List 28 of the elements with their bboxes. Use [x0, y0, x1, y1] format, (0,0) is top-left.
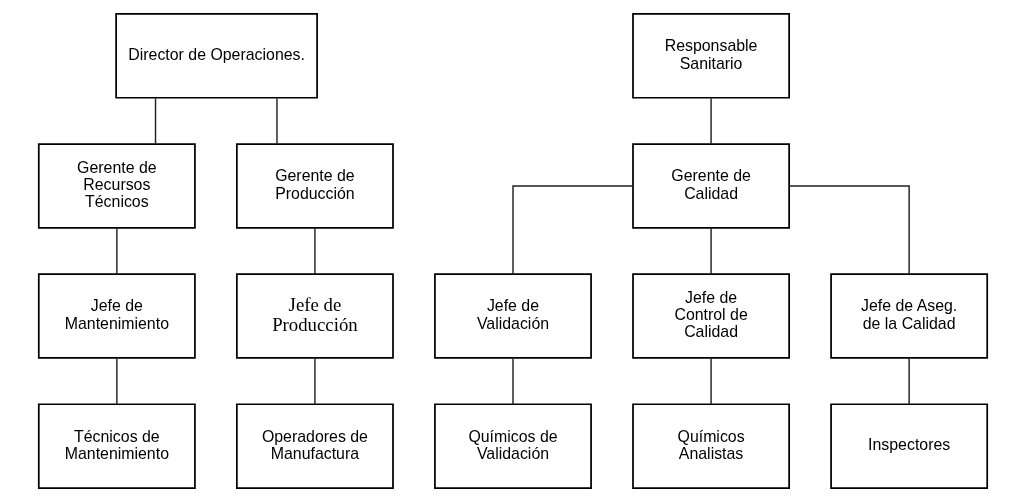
node-box: Gerente de Producción	[236, 143, 394, 229]
connector	[276, 97, 278, 145]
connector	[710, 227, 712, 275]
node-box: Jefe de Mantenimiento	[37, 273, 196, 359]
node-box: Jefe de Producción	[236, 273, 394, 359]
node-box: Inspectores	[830, 403, 989, 489]
node-box: Químicos de Validación	[434, 403, 592, 489]
node-box: Operadores de Manufactura	[236, 403, 394, 489]
node-box: Químicos Analistas	[632, 403, 790, 489]
connector	[116, 227, 118, 275]
node-box: Técnicos de Mantenimiento	[37, 403, 196, 489]
node-box: Gerente de Calidad	[632, 143, 790, 229]
connector	[116, 357, 118, 405]
connector	[512, 185, 634, 275]
node-box: Jefe de Validación	[434, 273, 592, 359]
connector	[512, 357, 514, 405]
connector	[710, 357, 712, 405]
connector	[154, 97, 157, 145]
node-box: Gerente de Recursos Técnicos	[37, 143, 196, 229]
connector	[710, 97, 712, 145]
node-box: Jefe de Control de Calidad	[632, 273, 790, 359]
node-box: Jefe de Aseg. de la Calidad	[830, 273, 989, 359]
connector	[908, 357, 910, 405]
node-box: Director de Operaciones.	[115, 13, 318, 99]
connector	[788, 185, 910, 275]
connector	[314, 357, 316, 405]
connector	[314, 227, 316, 275]
node-box: Responsable Sanitario	[632, 13, 790, 99]
